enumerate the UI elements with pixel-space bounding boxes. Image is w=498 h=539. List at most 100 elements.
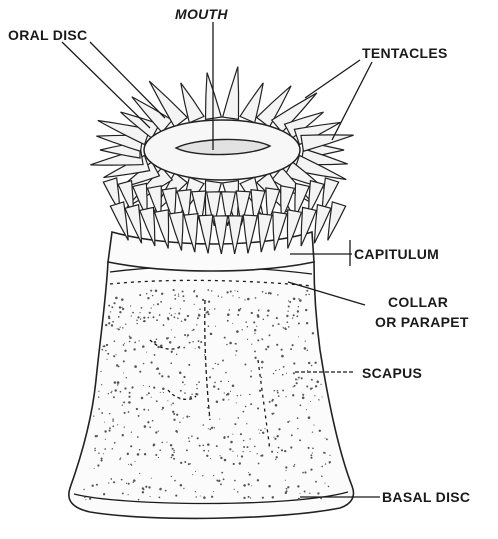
stipple-dot <box>160 301 162 303</box>
stipple-dot <box>123 401 125 403</box>
stipple-dot <box>268 292 269 293</box>
stipple-dot <box>308 447 310 449</box>
stipple-dot <box>237 491 239 493</box>
stipple-dot <box>188 437 190 439</box>
stipple-dot <box>220 483 222 485</box>
stipple-dot <box>249 394 250 395</box>
stipple-dot <box>117 381 120 384</box>
stipple-dot <box>250 376 252 378</box>
stipple-dot <box>197 393 199 395</box>
stipple-dot <box>304 471 306 473</box>
stipple-dot <box>108 316 110 318</box>
stipple-dot <box>196 384 197 385</box>
stipple-dot <box>278 428 280 430</box>
scapus-label: SCAPUS <box>362 365 422 381</box>
stipple-dot <box>155 431 157 433</box>
stipple-dot <box>94 450 96 452</box>
stipple-dot <box>297 485 299 487</box>
stipple-dot <box>305 309 307 311</box>
stipple-dot <box>261 454 263 456</box>
stipple-dot <box>273 373 274 374</box>
stipple-dot <box>241 329 242 330</box>
stipple-dot <box>170 362 172 364</box>
stipple-dot <box>277 452 278 453</box>
stipple-dot <box>123 344 125 346</box>
stipple-dot <box>117 424 118 425</box>
stipple-dot <box>152 295 153 296</box>
stipple-dot <box>96 435 98 437</box>
stipple-dot <box>124 387 126 389</box>
stipple-dot <box>146 394 147 395</box>
stipple-dot <box>159 314 161 316</box>
stipple-dot <box>208 450 209 451</box>
stipple-dot <box>268 445 269 446</box>
stipple-dot <box>173 450 174 451</box>
stipple-dot <box>267 346 269 348</box>
stipple-dot <box>288 300 289 301</box>
stipple-dot <box>247 339 248 340</box>
stipple-dot <box>128 401 130 403</box>
stipple-dot <box>101 349 103 351</box>
stipple-dot <box>192 341 193 342</box>
stipple-dot <box>182 295 184 297</box>
stipple-dot <box>194 304 195 305</box>
stipple-dot <box>113 355 115 357</box>
stipple-dot <box>155 454 157 456</box>
stipple-dot <box>146 352 147 353</box>
stipple-dot <box>128 483 130 485</box>
stipple-dot <box>199 308 201 310</box>
stipple-dot <box>184 461 186 463</box>
stipple-dot <box>172 448 174 450</box>
stipple-dot <box>224 392 225 393</box>
stipple-dot <box>288 306 290 308</box>
stipple-dot <box>182 291 184 293</box>
stipple-dot <box>139 371 141 373</box>
stipple-dot <box>143 409 145 411</box>
stipple-dot <box>171 314 173 316</box>
stipple-dot <box>106 344 108 346</box>
stipple-dot <box>171 351 173 353</box>
stipple-dot <box>208 301 210 303</box>
stipple-dot <box>115 354 116 355</box>
stipple-dot <box>245 321 247 323</box>
stipple-dot <box>136 408 138 410</box>
stipple-dot <box>314 395 315 396</box>
stipple-dot <box>197 317 199 319</box>
stipple-dot <box>167 400 168 401</box>
stipple-dot <box>124 350 126 352</box>
stipple-dot <box>177 318 179 320</box>
stipple-dot <box>302 394 304 396</box>
stipple-dot <box>233 463 235 465</box>
stipple-dot <box>126 483 127 484</box>
stipple-dot <box>147 421 149 423</box>
stipple-dot <box>161 442 163 444</box>
stipple-dot <box>180 390 182 392</box>
stipple-dot <box>109 427 111 429</box>
stipple-dot <box>175 313 176 314</box>
stipple-dot <box>143 385 144 386</box>
stipple-dot <box>234 290 235 291</box>
stipple-dot <box>120 326 121 327</box>
stipple-dot <box>139 312 140 313</box>
stipple-dot <box>220 381 222 383</box>
stipple-dot <box>121 307 122 308</box>
stipple-dot <box>299 299 302 302</box>
stipple-dot <box>163 324 165 326</box>
stipple-dot <box>267 310 269 312</box>
stipple-dot <box>139 449 141 451</box>
stipple-dot <box>159 373 161 375</box>
stipple-dot <box>192 330 193 331</box>
stipple-dot <box>286 373 287 374</box>
stipple-dot <box>297 417 299 419</box>
stipple-dot <box>229 448 231 450</box>
stipple-dot <box>222 399 224 401</box>
stipple-dot <box>203 424 205 426</box>
stipple-dot <box>190 463 191 464</box>
stipple-dot <box>117 384 118 385</box>
stipple-dot <box>148 392 150 394</box>
stipple-dot <box>298 377 300 379</box>
stipple-dot <box>238 309 241 312</box>
stipple-dot <box>249 438 250 439</box>
stipple-dot <box>316 381 319 384</box>
stipple-dot <box>149 426 151 428</box>
